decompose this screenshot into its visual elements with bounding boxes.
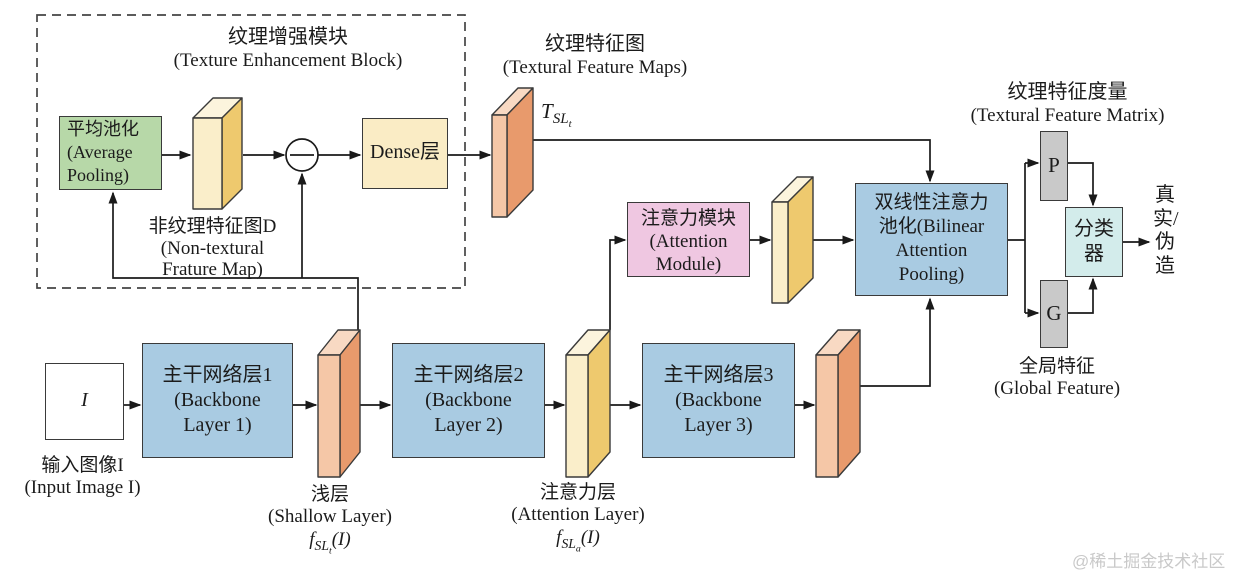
texture-enhancement-title: 纹理增强模块 (Texture Enhancement Block) — [108, 26, 468, 72]
attention-formula: fSLa(I) — [490, 526, 666, 562]
backbone3-label-zh: 主干网络层3 — [663, 364, 774, 386]
non-textural-caption-en2: Frature Map) — [162, 259, 263, 280]
attention-arg: (I) — [580, 527, 600, 548]
shallow-caption-en: (Shallow Layer) — [268, 506, 392, 527]
textural-feature-maps-title-zh: 纹理特征图 — [545, 33, 645, 55]
bap-label-en2: Attention — [895, 240, 968, 261]
bap-label-en3: Pooling) — [898, 264, 965, 285]
shallow-formula: fSLt(I) — [250, 528, 410, 564]
p-label: P — [1048, 153, 1060, 177]
attention-f: f — [556, 527, 562, 548]
average-pooling-label-en2: Pooling) — [67, 165, 130, 185]
attention-caption-en: (Attention Layer) — [511, 504, 645, 525]
textural-feature-maps-title: 纹理特征图 (Textural Feature Maps) — [485, 33, 705, 79]
textural-feature-matrix-title: 纹理特征度量 (Textural Feature Matrix) — [955, 81, 1180, 127]
backbone-layer2-box: 主干网络层2 (Backbone Layer 2) — [392, 343, 545, 458]
connectors — [108, 139, 1151, 410]
non-textural-feature-caption: 非纹理特征图D (Non-textural Frature Map) — [130, 216, 295, 280]
attention-module-box: 注意力模块 (Attention Module) — [627, 202, 750, 277]
g-feature-box: G — [1040, 280, 1068, 348]
dense-layer-box: Dense层 — [362, 118, 448, 189]
classifier-label-2: 器 — [1084, 243, 1104, 265]
tensor-symbol: T — [541, 99, 553, 123]
backbone2-label-en1: (Backbone — [425, 389, 512, 411]
tensor-subsub: t — [568, 118, 572, 131]
texture-enhancement-dashed-border — [36, 14, 466, 289]
classifier-label-1: 分类 — [1074, 218, 1114, 240]
backbone3-label-en1: (Backbone — [675, 389, 762, 411]
input-caption-zh: 输入图像I — [41, 455, 124, 476]
bilinear-attention-pooling-box: 双线性注意力 池化(Bilinear Attention Pooling) — [855, 183, 1008, 296]
input-image-box: I — [45, 363, 124, 440]
average-pooling-label-zh: 平均池化 — [67, 119, 139, 139]
shallow-f: f — [309, 529, 315, 550]
classifier-box: 分类 器 — [1065, 207, 1123, 277]
attention-module-label-zh: 注意力模块 — [640, 208, 736, 229]
average-pooling-box: 平均池化 (Average Pooling) — [59, 116, 162, 190]
non-textural-feature-slab — [192, 97, 243, 210]
output-real-fake-label: 真实/伪造 — [1153, 184, 1179, 277]
shallow-layer-slab — [317, 329, 361, 478]
bap-label-en1: 池化(Bilinear — [878, 216, 985, 237]
attention-module-label-en2: Module) — [655, 254, 722, 275]
textural-feature-matrix-title-en: (Textural Feature Matrix) — [970, 105, 1165, 126]
p-feature-box: P — [1040, 131, 1068, 201]
textural-tensor-label: TSLt — [541, 99, 572, 130]
backbone1-label-en2: Layer 1) — [183, 414, 252, 436]
global-feature-en: (Global Feature) — [993, 378, 1121, 399]
textural-feature-map-slab — [491, 87, 534, 218]
backbone1-label-en1: (Backbone — [174, 389, 261, 411]
attention-caption-zh: 注意力层 — [539, 482, 616, 503]
backbone-layer3-box: 主干网络层3 (Backbone Layer 3) — [642, 343, 795, 458]
dense-layer-label: Dense层 — [370, 141, 440, 163]
subtract-icon — [285, 138, 319, 172]
non-textural-caption-zh: 非纹理特征图D — [148, 216, 277, 237]
shallow-layer-caption: 浅层 (Shallow Layer) fSLt(I) — [250, 484, 410, 564]
input-caption-en: (Input Image I) — [24, 477, 141, 498]
attention-subsub: a — [575, 543, 581, 555]
tensor-sub: SL — [552, 111, 569, 128]
attention-layer-slab — [565, 329, 611, 478]
backbone3-label-en2: Layer 3) — [684, 414, 753, 436]
attention-feature-slab — [771, 176, 814, 304]
attention-sub: SL — [561, 535, 576, 551]
attention-layer-caption: 注意力层 (Attention Layer) fSLa(I) — [490, 482, 666, 562]
average-pooling-label-en1: (Average — [67, 142, 133, 162]
input-image-symbol: I — [81, 389, 88, 411]
texture-enhancement-title-zh: 纹理增强模块 — [228, 26, 348, 48]
shallow-sub: SL — [314, 537, 329, 553]
input-image-caption: 输入图像I (Input Image I) — [20, 455, 145, 498]
attention-module-label-en1: (Attention — [649, 231, 728, 252]
texture-enhancement-title-en: (Texture Enhancement Block) — [173, 50, 403, 71]
backbone1-label-zh: 主干网络层1 — [162, 364, 273, 386]
backbone2-label-zh: 主干网络层2 — [413, 364, 524, 386]
non-textural-caption-en1: (Non-textural — [160, 238, 265, 259]
backbone-layer1-box: 主干网络层1 (Backbone Layer 1) — [142, 343, 293, 458]
textural-feature-matrix-title-zh: 纹理特征度量 — [1007, 81, 1128, 103]
backbone2-label-en2: Layer 2) — [434, 414, 503, 436]
g-label: G — [1046, 301, 1062, 325]
textural-feature-maps-title-en: (Textural Feature Maps) — [502, 57, 688, 78]
shallow-caption-zh: 浅层 — [310, 484, 349, 505]
global-feature-caption: 全局特征 (Global Feature) — [982, 356, 1132, 399]
shallow-arg: (I) — [331, 529, 351, 550]
backbone3-output-slab — [815, 329, 861, 478]
bap-label-zh: 双线性注意力 — [874, 192, 989, 213]
global-feature-zh: 全局特征 — [1018, 356, 1095, 377]
watermark: @稀土掘金技术社区 — [1072, 552, 1226, 571]
shallow-subsub: t — [329, 545, 332, 557]
